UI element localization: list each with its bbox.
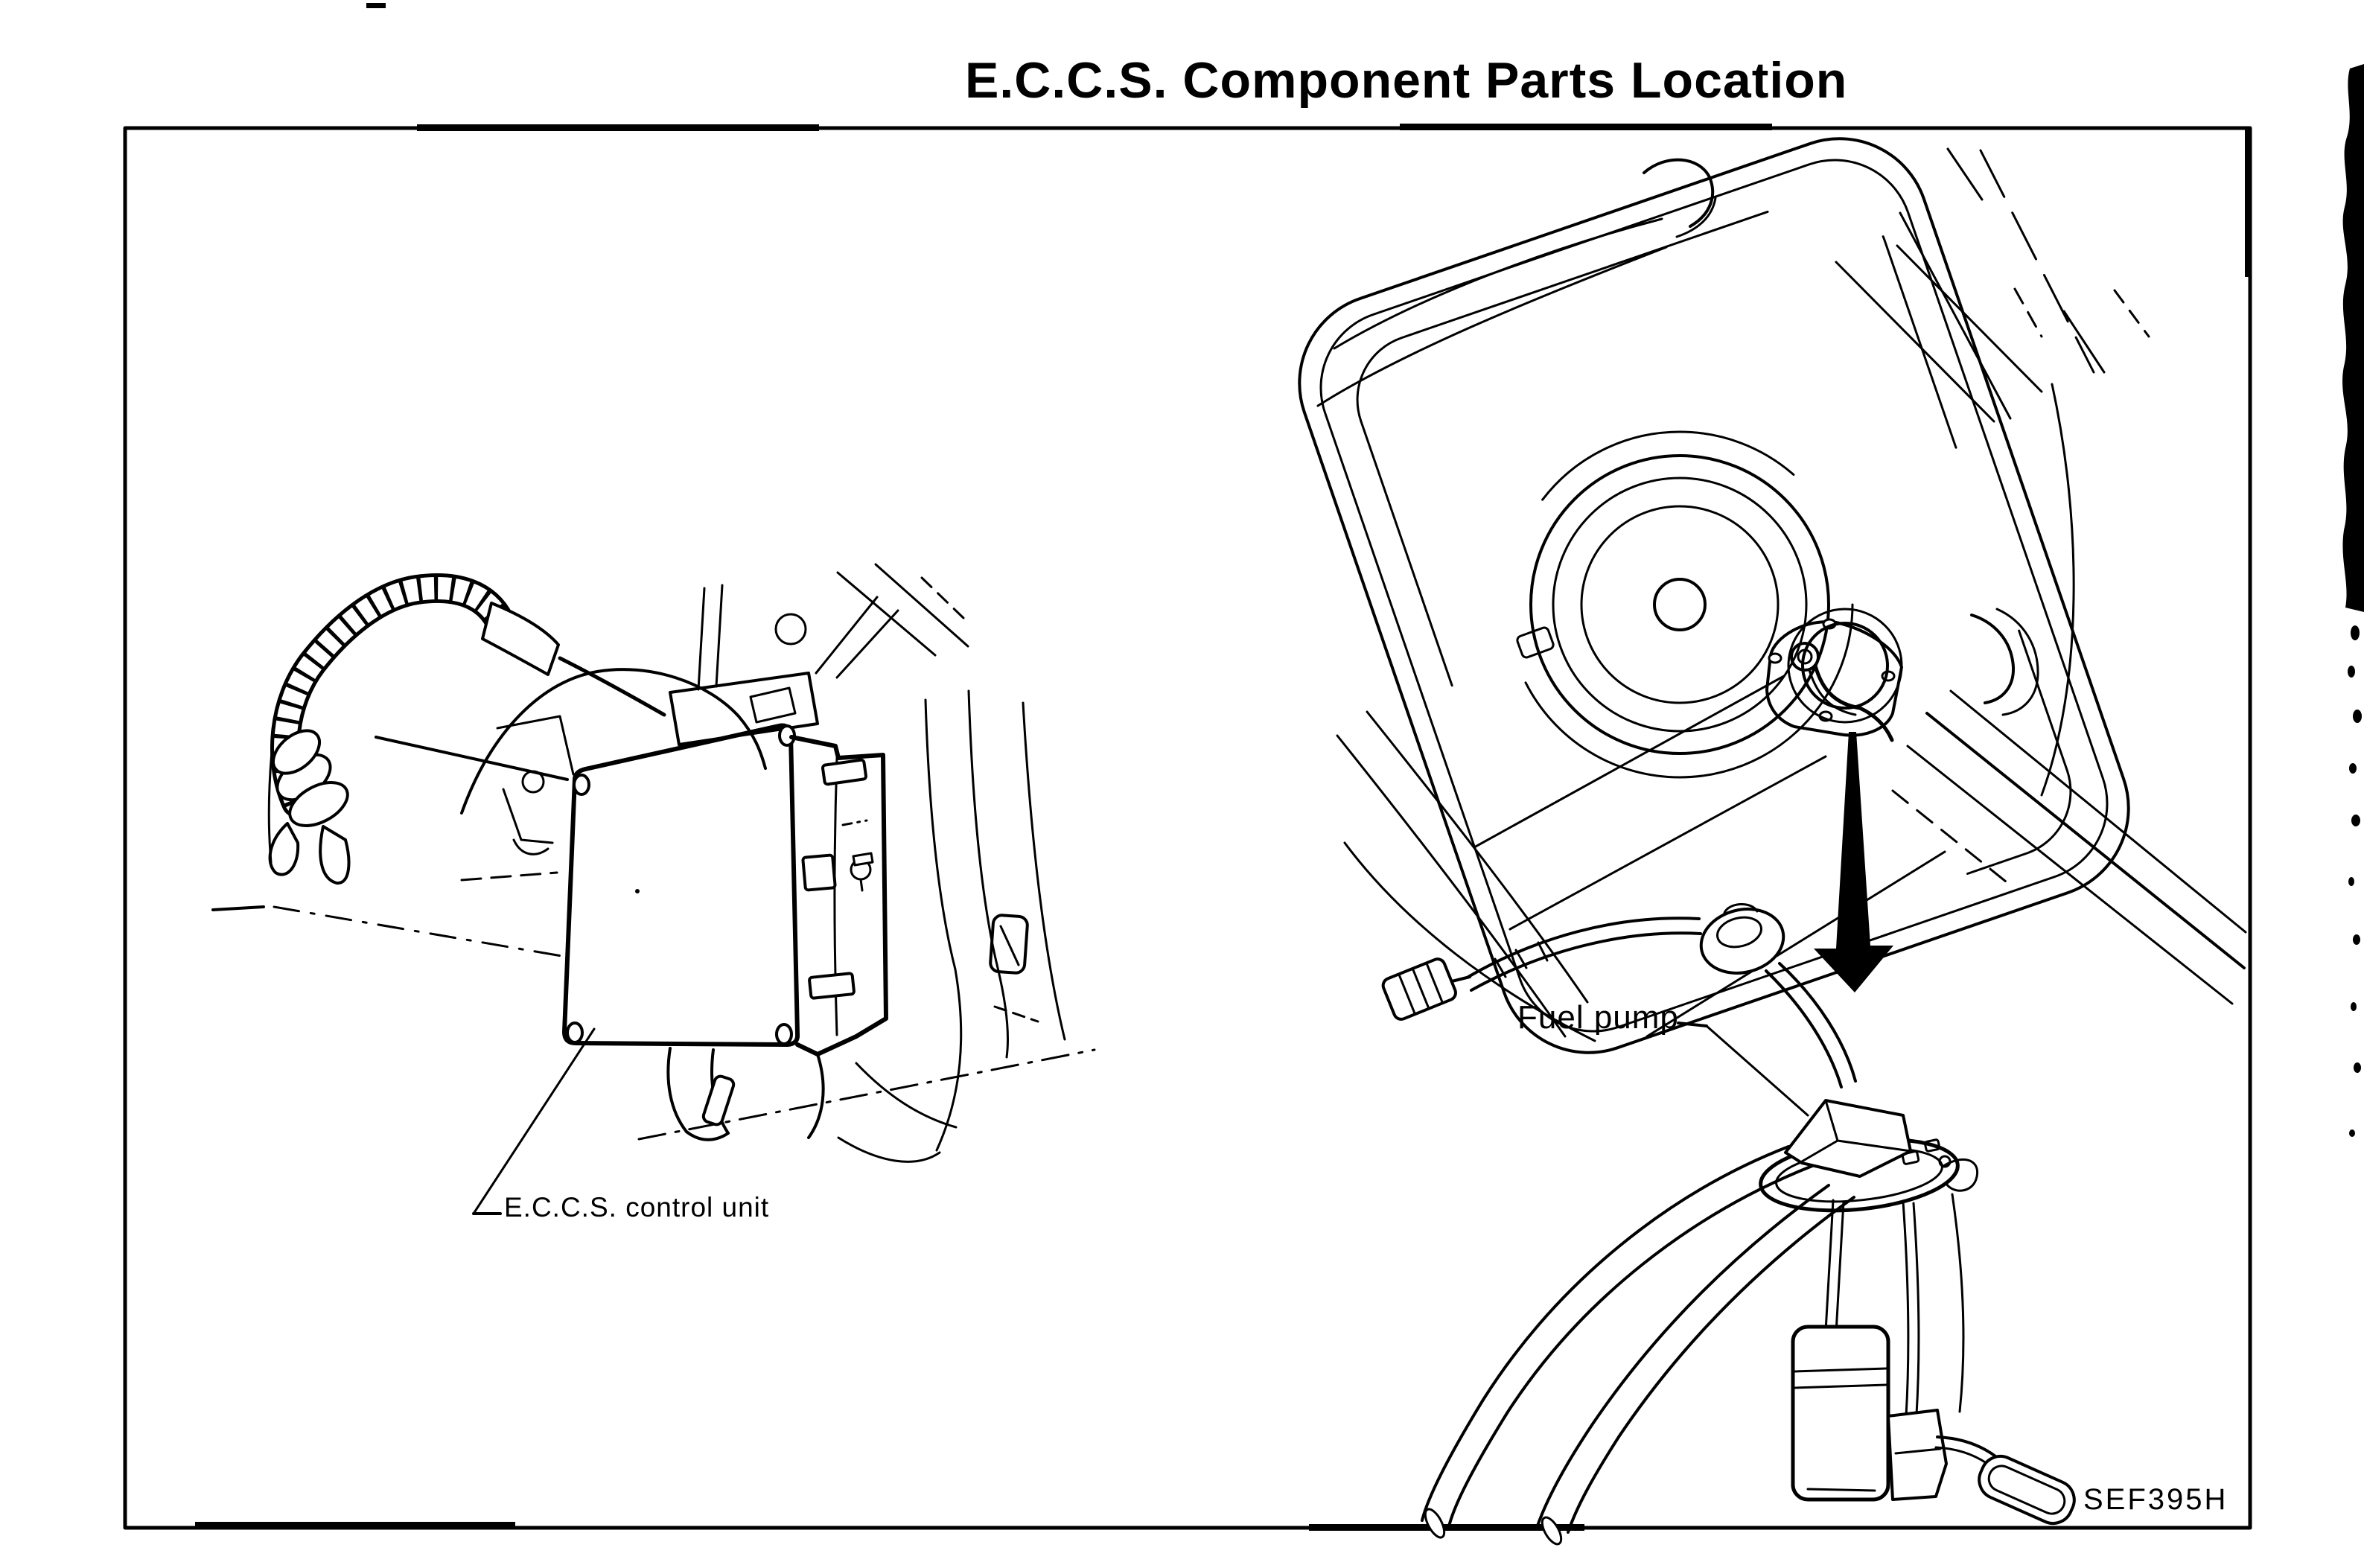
callout-control-unit: E.C.C.S. control unit (504, 1192, 770, 1223)
trunk-fuel-pump-drawing (1298, 137, 2247, 1546)
figure-frame (123, 3, 2252, 1531)
scan-artifact-band (2342, 64, 2364, 1137)
screw-icon (775, 1023, 793, 1045)
float-paddle (1978, 1454, 2076, 1526)
fuel-pump-assembly-drawing (1381, 903, 2076, 1546)
corrugated-conduit (268, 573, 666, 885)
page-title: E.C.C.S. Component Parts Location (965, 52, 1848, 109)
fuel-pump-access-plate (1765, 608, 1903, 742)
eccs-location-drawing (211, 563, 1096, 1215)
harness-connector (1381, 957, 1457, 1021)
dash-panel-lines (211, 563, 1096, 1163)
screw-icon (573, 774, 590, 796)
figure-reference-code: SEF395H (2083, 1483, 2228, 1516)
control-unit-leader-line (472, 1027, 596, 1215)
down-arrow-icon (1814, 732, 1893, 992)
fuel-pump-leader-line (1677, 1022, 1809, 1117)
callout-fuel-pump: Fuel pump (1517, 999, 1679, 1036)
screw-icon (566, 1022, 584, 1044)
eccs-control-unit-drawing (562, 723, 958, 1141)
spare-tire (1506, 430, 1854, 779)
